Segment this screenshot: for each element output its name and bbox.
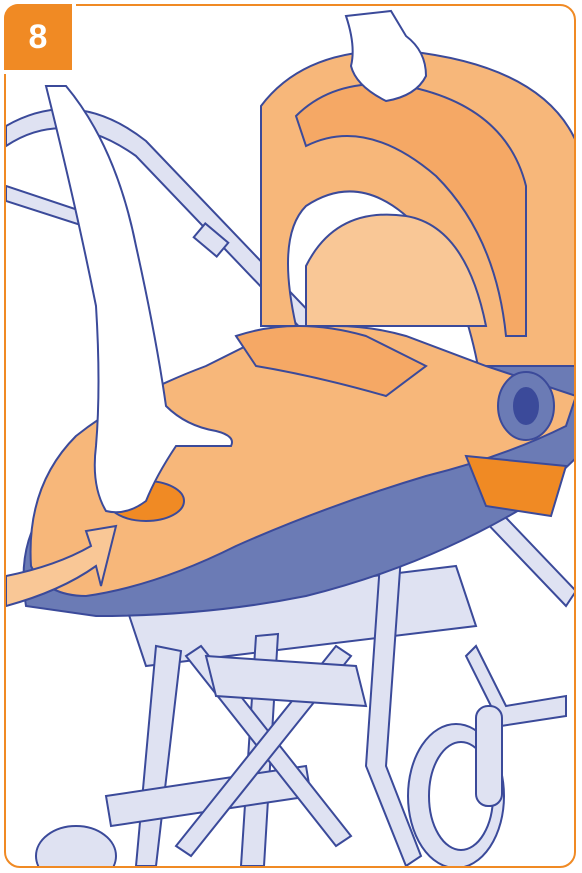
stroller-illustration: [6, 6, 576, 868]
rear-wheel: [408, 706, 504, 868]
badge-divider: [72, 4, 76, 74]
instruction-panel: [4, 4, 576, 868]
step-number-badge: 8: [4, 4, 72, 70]
front-wheel: [36, 826, 116, 868]
badge-divider: [4, 70, 76, 74]
